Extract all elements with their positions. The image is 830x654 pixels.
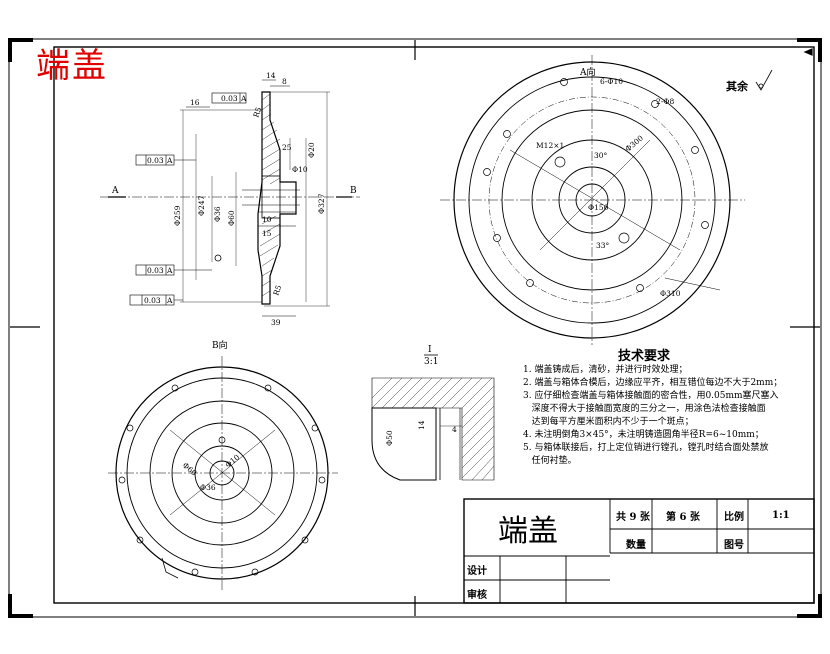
dim-d4: 4: [452, 425, 457, 434]
view-a: [440, 55, 745, 345]
tech-requirements-list: 1. 端盖铸成后，清砂，并进行时效处理； 2. 端盖与箱体合模后，边缘应平齐，相…: [523, 364, 803, 468]
detail-label-bottom: 3:1: [424, 357, 438, 367]
scale-label: 比例: [724, 512, 744, 523]
tol-1: 0.03: [221, 94, 238, 103]
section-dimension-text: 14 8 16 0.03 A 0.03 A 0.03 A 0.03 A 25 Φ…: [111, 71, 357, 327]
dim-d14b: 14: [417, 420, 426, 430]
dim-d10: Φ10: [292, 165, 308, 174]
tol-2: 0.03: [147, 156, 164, 165]
title-block-name: 端盖: [498, 514, 558, 549]
section-view: [100, 79, 360, 317]
tol-1-ref: A: [240, 94, 247, 103]
tol-2-ref: A: [166, 156, 173, 165]
dim-d310: Φ310: [660, 289, 681, 298]
dim-d327: Φ327: [317, 193, 326, 214]
detail-view: [371, 354, 495, 481]
view-b: [108, 356, 338, 590]
designer-label: 设计: [467, 566, 487, 577]
dim-r5a: R5: [251, 106, 263, 119]
inner-border: [53, 46, 815, 604]
tech-item-1: 1. 端盖铸成后，清砂，并进行时效处理；: [523, 365, 688, 375]
dim-d50: Φ50: [385, 430, 394, 446]
detail-label-top: I: [428, 345, 432, 355]
tech-item-3: 3. 应仔细检查端盖与箱体接触面的密合性，用0.05mm塞尺塞入: [523, 391, 779, 401]
tech-item-5-cont: 任何衬垫。: [523, 456, 577, 466]
reviewer-label: 审核: [467, 590, 487, 601]
dim-d36b: Φ36: [200, 483, 216, 492]
dim-d247: Φ247: [197, 195, 206, 216]
quantity-label: 数量: [626, 540, 646, 551]
tech-requirements-title: 技术要求: [618, 349, 671, 364]
tech-item-3-cont2: 达到每平方厘米面积内不少于一个斑点；: [523, 417, 694, 427]
dim-d60b: Φ60: [181, 461, 199, 478]
tol-4-ref: A: [166, 296, 173, 305]
tol-3: 0.03: [147, 266, 164, 275]
dim-a33: 33°: [596, 241, 610, 250]
tech-item-3-cont: 深度不得大于接触面宽度的三分之一，用涂色法检查接触面: [523, 404, 766, 414]
view-a-label: A向: [579, 66, 596, 78]
dim-d300: Φ300: [624, 133, 646, 153]
tol-3-ref: A: [166, 266, 173, 275]
roughness-note: 其余: [726, 79, 749, 93]
dim-16: 16: [190, 98, 200, 107]
drawing-no-label: 图号: [724, 540, 744, 551]
detail-text: I 3:1 Φ50 14 4: [385, 345, 457, 446]
tech-item-4: 4. 未注明倒角3×45°，未注明铸造圆角半径R=6~10mm；: [523, 430, 764, 440]
dim-25: 25: [282, 143, 292, 152]
dim-14: 14: [266, 71, 276, 80]
dim-8: 8: [282, 77, 287, 86]
dim-39: 39: [271, 318, 281, 327]
corner-title: 端盖: [36, 46, 108, 86]
dim-d20: Φ20: [307, 142, 316, 158]
dim-m12: M12×1: [536, 141, 564, 150]
view-b-label: B向: [212, 339, 228, 351]
dim-holes6: 6-Φ10: [600, 77, 623, 86]
dim-n15: 15: [262, 229, 272, 238]
tol-4: 0.03: [144, 296, 161, 305]
tech-item-5: 5. 与箱体联接后，打上定位销进行镗孔，镗孔时结合面处禁放: [523, 443, 769, 453]
roughness-symbol-icon: [755, 69, 773, 91]
dim-n10: 10: [262, 215, 272, 224]
view-a-text: A向 6-Φ10 2-Φ8 M12×1 30° 33° Φ310 Φ150 Φ3…: [536, 66, 749, 298]
dim-holes2: 2-Φ8: [656, 97, 674, 106]
scale-value: 1:1: [772, 510, 790, 521]
section-b: B: [350, 186, 357, 196]
corner-marks: [8, 38, 822, 618]
dim-d36: Φ36: [213, 206, 222, 222]
dim-d259: Φ259: [173, 205, 182, 226]
total-sheets: 共 9 张: [616, 512, 650, 523]
dim-a30: 30°: [594, 151, 608, 160]
centering-marks: [10, 40, 820, 616]
dim-d60: Φ60: [227, 210, 236, 226]
outer-frame: [8, 38, 822, 618]
section-a: A: [111, 186, 119, 196]
sheet-number: 第 6 张: [666, 512, 700, 523]
tech-item-2: 2. 端盖与箱体合模后，边缘应平齐，相互错位每边不大于2mm；: [523, 378, 783, 388]
dim-d150: Φ150: [588, 203, 609, 212]
dim-r5b: R5: [271, 284, 283, 297]
